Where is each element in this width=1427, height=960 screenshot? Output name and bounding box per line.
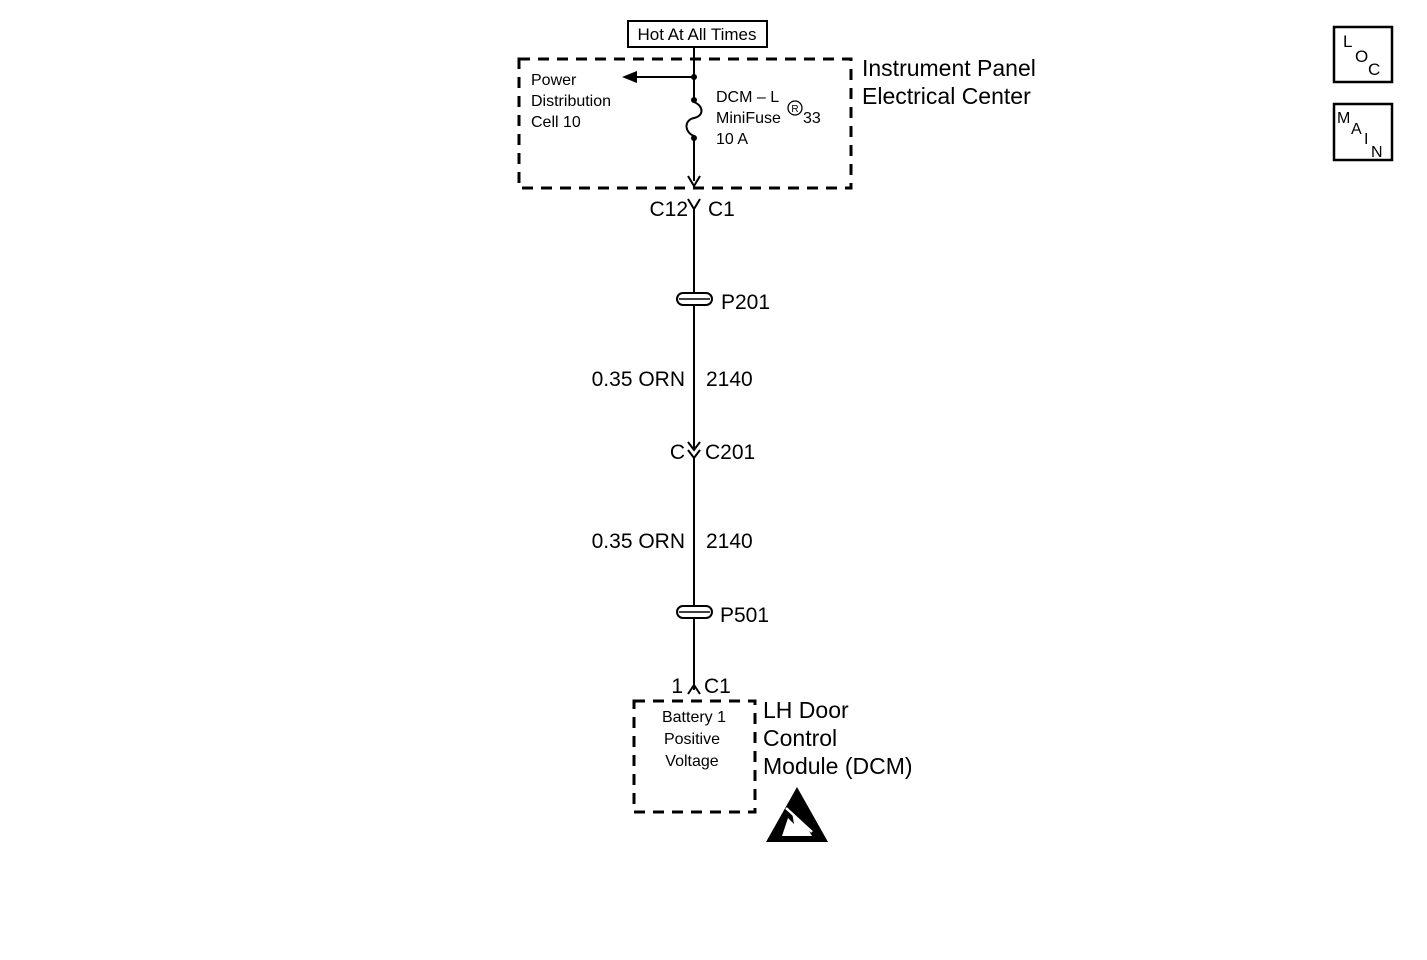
- registered-mark-icon: R: [787, 100, 803, 116]
- connector-top-right: C1: [708, 198, 735, 221]
- power-distribution-arrow: [622, 71, 697, 83]
- wire1-circuit-number: 2140: [706, 368, 753, 391]
- ipec-dashed-box: [517, 57, 853, 190]
- main-letter-a: A: [1351, 121, 1362, 138]
- loc-letter-o: O: [1355, 47, 1368, 66]
- dcm-pin-line3: Voltage: [665, 753, 718, 770]
- main-letter-m: M: [1337, 110, 1350, 127]
- loc-button[interactable]: L O C: [1332, 25, 1394, 84]
- loc-letter-l: L: [1343, 32, 1352, 51]
- esd-sensitive-icon: [766, 787, 828, 842]
- dcm-dashed-box: [632, 699, 757, 814]
- fuse-label-line1: DCM – L: [716, 89, 779, 106]
- power-distribution-line3: Cell 10: [531, 114, 581, 131]
- connector-bottom-symbol: [687, 683, 701, 695]
- loc-letter-c: C: [1368, 60, 1380, 79]
- connector-bottom-left: 1: [671, 675, 683, 698]
- connector-top-left: C12: [649, 198, 688, 221]
- splice-p501-symbol: [676, 605, 713, 619]
- dcm-pin-line1: Battery 1: [662, 709, 726, 726]
- power-distribution-line1: Power: [531, 72, 577, 89]
- registered-mark-text: R: [791, 104, 798, 115]
- ipec-title-line2: Electrical Center: [862, 83, 1031, 109]
- dcm-pin-line2: Positive: [664, 731, 720, 748]
- hot-at-all-times-label: Hot At All Times: [627, 20, 768, 48]
- main-letter-n: N: [1371, 144, 1383, 161]
- inline-connector-left: C: [670, 441, 685, 464]
- fuse-number: 33: [803, 110, 821, 127]
- wire2-circuit-number: 2140: [706, 530, 753, 553]
- connector-top-symbol: [687, 198, 701, 211]
- dcm-title-line2: Control: [763, 725, 837, 751]
- hot-label-text: Hot At All Times: [637, 25, 756, 44]
- power-distribution-line2: Distribution: [531, 93, 611, 110]
- main-button[interactable]: M A I N: [1332, 102, 1394, 162]
- inline-connector-right: C201: [705, 441, 755, 464]
- ipec-title-line1: Instrument Panel: [862, 55, 1036, 81]
- fuse-label-line2: MiniFuse: [716, 110, 781, 127]
- main-letter-i: I: [1364, 131, 1368, 148]
- dcm-title-line1: LH Door: [763, 697, 849, 723]
- fuse-label-line3: 10 A: [716, 131, 748, 148]
- splice-p501-label: P501: [720, 604, 769, 627]
- dcm-title-line3: Module (DCM): [763, 753, 913, 779]
- fuse-symbol: [685, 77, 703, 188]
- connector-bottom-right: C1: [704, 675, 731, 698]
- splice-p201-symbol: [676, 292, 713, 306]
- wire2-gauge-color: 0.35 ORN: [592, 530, 685, 553]
- splice-p201-label: P201: [721, 291, 770, 314]
- wire1-gauge-color: 0.35 ORN: [592, 368, 685, 391]
